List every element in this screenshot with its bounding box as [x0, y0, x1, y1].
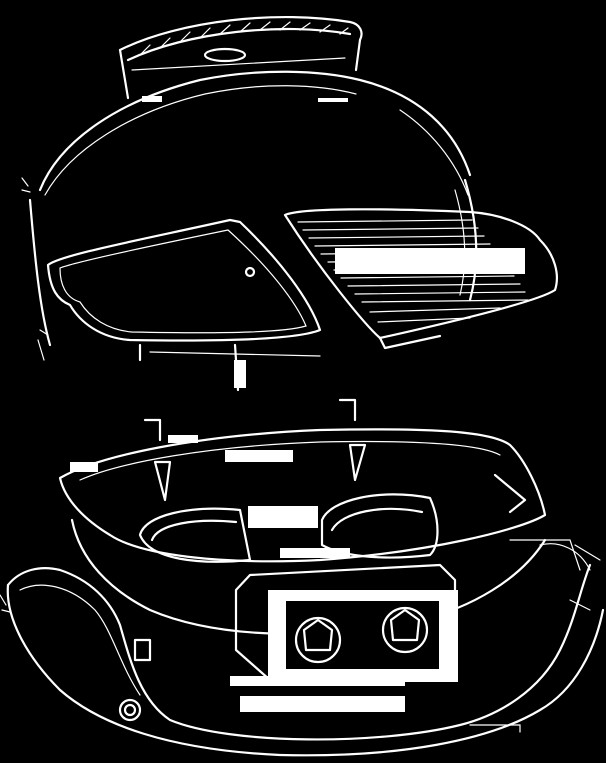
grill-lid: [21, 70, 478, 361]
grill-grate: [283, 208, 558, 350]
burner-tubes: [138, 493, 439, 563]
griddle-plate: [46, 218, 322, 392]
control-panel: [230, 563, 458, 712]
lid-handle: [118, 15, 363, 100]
cook-box: [58, 398, 547, 636]
base-frame: [0, 539, 605, 757]
